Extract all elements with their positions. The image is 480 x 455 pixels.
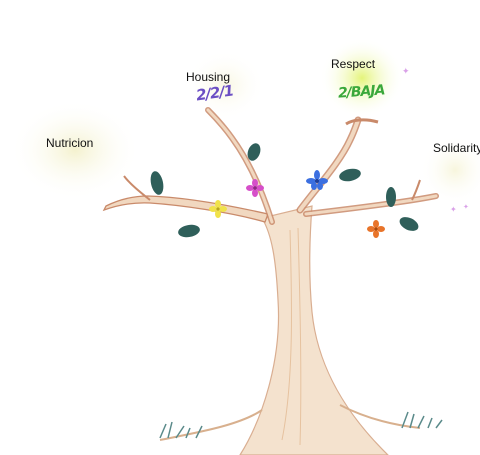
tree-root (339, 404, 421, 429)
flower-blue-icon (306, 170, 328, 190)
grass-tuft (401, 411, 443, 429)
hand-glow-solidarity (420, 135, 480, 205)
leaf-icon (150, 171, 164, 195)
label-solidarity: Solidarity (433, 141, 480, 155)
flower-orange-icon (367, 220, 385, 238)
tree-trunk (239, 205, 389, 455)
label-respect: Respect (331, 57, 376, 71)
flower-pink-icon (246, 179, 264, 197)
scribble-respect: 2/BAJA (337, 82, 385, 102)
sparkle-icon: ✦ (463, 203, 469, 211)
sparkle-icon: ✦ (450, 205, 457, 214)
leaf-icon (399, 217, 419, 231)
label-nutricion: Nutricion (46, 136, 94, 150)
flower-yellow-icon (209, 200, 227, 218)
sparkle-icon: ✦ (402, 66, 410, 76)
label-housing: Housing (186, 70, 231, 84)
leaf-icon (247, 143, 261, 161)
branch-nutricion (102, 195, 269, 223)
tree-root (159, 409, 263, 441)
leaf-icon (178, 224, 200, 238)
grass-tuft (159, 421, 203, 439)
leaf-icon (339, 168, 361, 182)
hand-glow-nutricion (10, 100, 140, 200)
leaf-icon (386, 187, 396, 207)
hand-glow-housing (185, 50, 265, 120)
hand-glow-respect (320, 38, 404, 118)
